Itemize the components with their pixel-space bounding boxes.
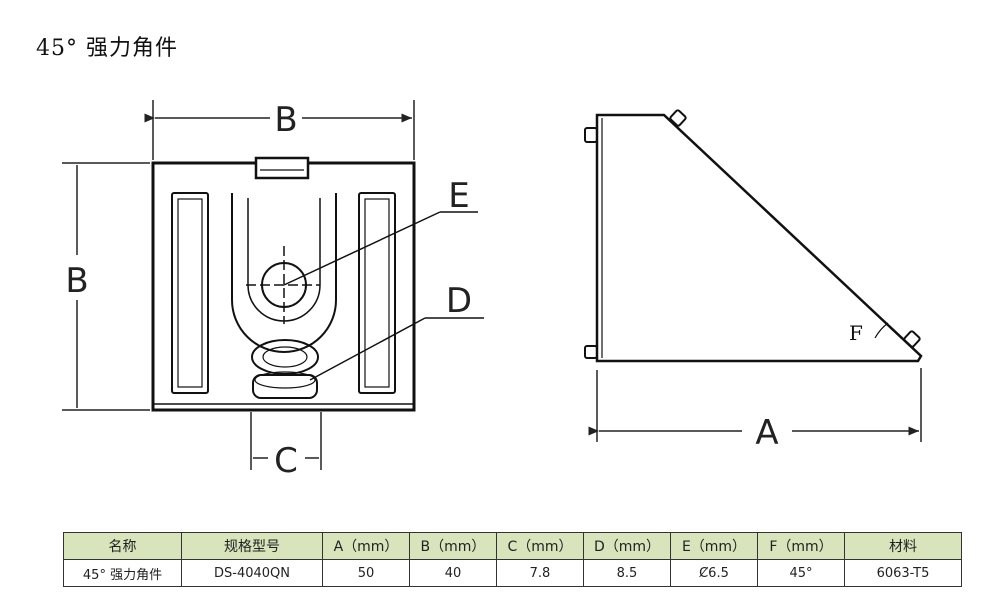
header-e: E（mm） — [670, 532, 758, 560]
cell-material: 6063-T5 — [844, 559, 962, 587]
leader-e — [283, 211, 441, 286]
tab-bottom-left — [584, 345, 598, 359]
dim-b-top: B — [274, 100, 297, 140]
label-e: E — [448, 176, 469, 216]
cell-e: Ȼ6.5 — [670, 559, 758, 587]
front-view — [151, 156, 484, 412]
dim-b-side: B — [65, 261, 88, 301]
header-d: D（mm） — [583, 532, 671, 560]
center-u-slot — [231, 193, 337, 353]
header-f: F（mm） — [757, 532, 845, 560]
dim-c: C — [274, 441, 298, 481]
spec-table: 名称 规格型号 A（mm） B（mm） C（mm） D（mm） E（mm） F（… — [63, 532, 962, 587]
cell-b: 40 — [409, 559, 497, 587]
right-slot — [358, 192, 396, 394]
front-body-outline — [151, 161, 416, 412]
leader-d — [309, 317, 426, 381]
label-f: F — [849, 321, 863, 345]
cell-name: 45° 强力角件 — [63, 559, 182, 587]
screw-head — [252, 374, 318, 399]
tab-top-left — [584, 127, 598, 143]
side-dimensions — [588, 368, 922, 442]
cell-f: 45° — [757, 559, 845, 587]
page-title: 45° 强力角件 — [36, 36, 178, 61]
cell-model: DS-4040QN — [181, 559, 323, 587]
top-tab — [254, 156, 310, 180]
angle-arc — [874, 322, 889, 339]
table-row: 45° 强力角件 DS-4040QN 50 40 7.8 8.5 Ȼ6.5 45… — [63, 559, 962, 587]
cell-c: 7.8 — [496, 559, 584, 587]
tab-top-slope — [669, 109, 687, 127]
tab-bottom-slope — [903, 330, 921, 348]
side-body-outline — [595, 113, 923, 363]
header-material: 材料 — [844, 532, 962, 560]
dim-a: A — [755, 413, 778, 453]
cell-d: 8.5 — [583, 559, 671, 587]
nut-d — [251, 339, 319, 375]
side-view — [584, 109, 923, 363]
left-slot — [171, 192, 209, 394]
label-d: D — [446, 281, 472, 321]
header-c: C（mm） — [496, 532, 584, 560]
header-b: B（mm） — [409, 532, 497, 560]
header-name: 名称 — [63, 532, 182, 560]
front-dimensions — [62, 100, 415, 470]
cell-a: 50 — [322, 559, 410, 587]
header-model: 规格型号 — [181, 532, 323, 560]
technical-drawing: B B C E D A F — [62, 100, 923, 481]
header-a: A（mm） — [322, 532, 410, 560]
table-header-row: 名称 规格型号 A（mm） B（mm） C（mm） D（mm） E（mm） F（… — [63, 532, 962, 560]
